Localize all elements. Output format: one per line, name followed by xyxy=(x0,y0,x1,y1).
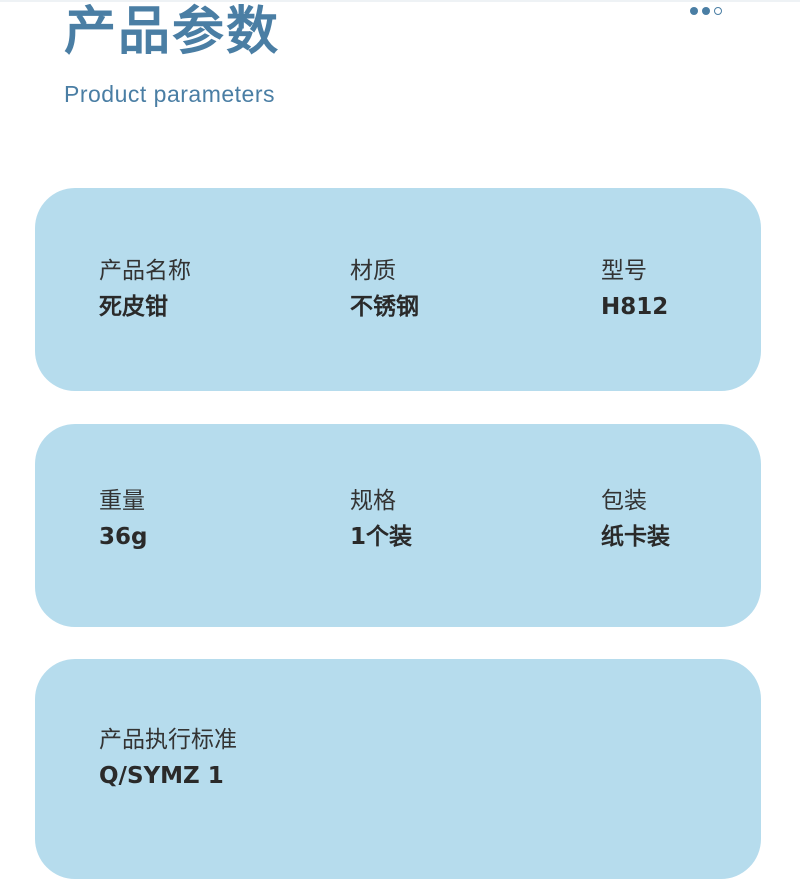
top-divider xyxy=(0,0,800,2)
param-label: 规格 xyxy=(350,488,396,514)
dot-icon xyxy=(702,7,710,15)
param-weight: 重量 36g xyxy=(99,486,147,552)
param-card-basic: 产品名称 死皮钳 材质 不锈钢 型号 H812 xyxy=(35,188,761,391)
dot-outline-icon xyxy=(714,7,722,15)
param-card-spec: 重量 36g 规格 1个装 包装 纸卡装 xyxy=(35,424,761,627)
param-label: 重量 xyxy=(99,488,145,514)
param-material: 材质 不锈钢 xyxy=(350,256,419,322)
param-label: 产品执行标准 xyxy=(99,727,237,753)
param-value: 不锈钢 xyxy=(350,294,419,320)
param-value: 死皮钳 xyxy=(99,294,168,320)
param-value: 36g xyxy=(99,524,148,550)
param-model: 型号 H812 xyxy=(601,256,668,322)
param-value: Q/SYMZ 1 xyxy=(99,763,224,789)
page-title: 产品参数 xyxy=(64,2,281,62)
param-label: 包装 xyxy=(601,488,647,514)
decorative-dots-icon xyxy=(690,7,722,15)
dot-icon xyxy=(690,7,698,15)
param-label: 型号 xyxy=(601,258,647,284)
param-card-standard: 产品执行标准 Q/SYMZ 1 xyxy=(35,659,761,879)
param-value: H812 xyxy=(601,294,669,320)
param-label: 材质 xyxy=(350,258,396,284)
param-packaging: 包装 纸卡装 xyxy=(601,486,670,552)
param-value: 纸卡装 xyxy=(601,524,670,550)
param-value: 1个装 xyxy=(350,524,413,550)
page-subtitle: Product parameters xyxy=(64,81,275,107)
param-product-name: 产品名称 死皮钳 xyxy=(99,256,191,322)
param-specification: 规格 1个装 xyxy=(350,486,412,552)
param-standard: 产品执行标准 Q/SYMZ 1 xyxy=(99,725,237,791)
param-label: 产品名称 xyxy=(99,258,191,284)
